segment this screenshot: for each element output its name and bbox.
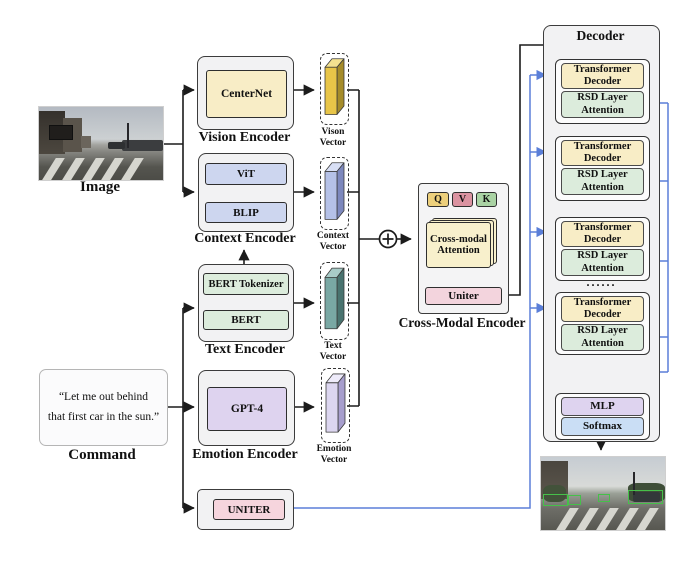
fusion-plus-left-icon (378, 229, 398, 249)
parked-car (632, 492, 661, 502)
input-image (38, 106, 164, 181)
crosswalk-stripe (635, 508, 659, 530)
rsd-layer-attention-box: RSD Layer Attention (561, 249, 644, 276)
command-split-line (166, 308, 184, 508)
input-image-label: Image (80, 179, 120, 195)
centernet-box: CenterNet (206, 70, 287, 118)
crosswalk-stripe (42, 158, 65, 180)
emotion-vector (321, 368, 350, 443)
image-split-line (162, 90, 184, 192)
building-block (81, 136, 92, 148)
context-vector-label: Context Vector (316, 231, 350, 252)
uniter-blue-bus (292, 75, 531, 509)
parked-cars (108, 142, 125, 150)
detection-box (543, 493, 568, 506)
crosswalk-stripe (615, 508, 639, 530)
tree-canopy (543, 484, 566, 503)
text-vector (320, 262, 349, 340)
k-box: K (476, 192, 497, 207)
context-encoder-label: Context Encoder (194, 231, 296, 246)
context-vector-bar (324, 162, 345, 220)
text-vector-bar (324, 267, 345, 330)
mlp-box: MLP (561, 397, 644, 416)
rsd-layer-attention-box: RSD Layer Attention (561, 91, 644, 118)
rsd-layer-attention-box: RSD Layer Attention (561, 324, 644, 351)
transformer-decoder-box: Transformer Decoder (561, 140, 644, 166)
command-label: Command (68, 447, 136, 463)
text-encoder-label: Text Encoder (205, 342, 285, 357)
vision-vector-bar (324, 58, 345, 115)
context-vector (320, 157, 349, 230)
uniter-box: UNITER (213, 499, 285, 520)
crosswalk-stripe (121, 158, 144, 180)
crosswalk-stripe (596, 508, 619, 530)
crosswalk-stripe (81, 158, 105, 180)
transformer-decoder-box: Transformer Decoder (561, 296, 644, 322)
blip-box: BLIP (205, 202, 287, 223)
vision-vector (320, 53, 349, 125)
rsd-layer-attention-box: RSD Layer Attention (561, 168, 644, 195)
decoder-ellipsis: ...... (586, 275, 617, 289)
softmax-box: Softmax (561, 417, 644, 436)
billboard (48, 125, 74, 141)
emotion-encoder-label: Emotion Encoder (192, 447, 298, 462)
emotion-vector-label: Emotion Vector (316, 444, 352, 465)
command-box: “Let me out behind that first car in the… (39, 369, 168, 446)
crosswalk-stripe (556, 508, 579, 530)
vision-vector-label: Vison Vector (319, 127, 347, 148)
cross-modal-uniter-box: Uniter (425, 287, 502, 305)
transformer-decoder-box: Transformer Decoder (561, 63, 644, 89)
q-box: Q (427, 192, 449, 207)
detection-box (628, 489, 663, 505)
command-text: “Let me out behind that first car in the… (47, 390, 160, 423)
crosswalk-stripe (576, 508, 599, 530)
transformer-decoder-box: Transformer Decoder (561, 221, 644, 247)
crosswalk-stripe (61, 158, 85, 180)
output-image (540, 456, 666, 531)
vision-encoder-label: Vision Encoder (198, 130, 291, 145)
gpt4-box: GPT-4 (207, 387, 287, 431)
crosswalk-stripe (101, 158, 124, 180)
detection-box (598, 493, 610, 503)
emotion-vector-bar (325, 373, 346, 433)
decoder-label: Decoder (576, 28, 625, 43)
cross-modal-encoder-label: Cross-Modal Encoder (398, 315, 526, 330)
bert-box: BERT (203, 310, 289, 330)
parked-cars (122, 139, 163, 151)
text-vector-label: Text Vector (319, 341, 347, 362)
detection-box (568, 494, 582, 505)
v-box: V (452, 192, 473, 207)
traffic-pole (127, 123, 130, 148)
traffic-pole (632, 471, 635, 495)
vector-bus-line (347, 89, 379, 407)
cross-modal-attention-box: Cross-modal Attention (426, 222, 491, 268)
bert-tokenizer-box: BERT Tokenizer (203, 273, 289, 295)
vit-box: ViT (205, 163, 287, 185)
